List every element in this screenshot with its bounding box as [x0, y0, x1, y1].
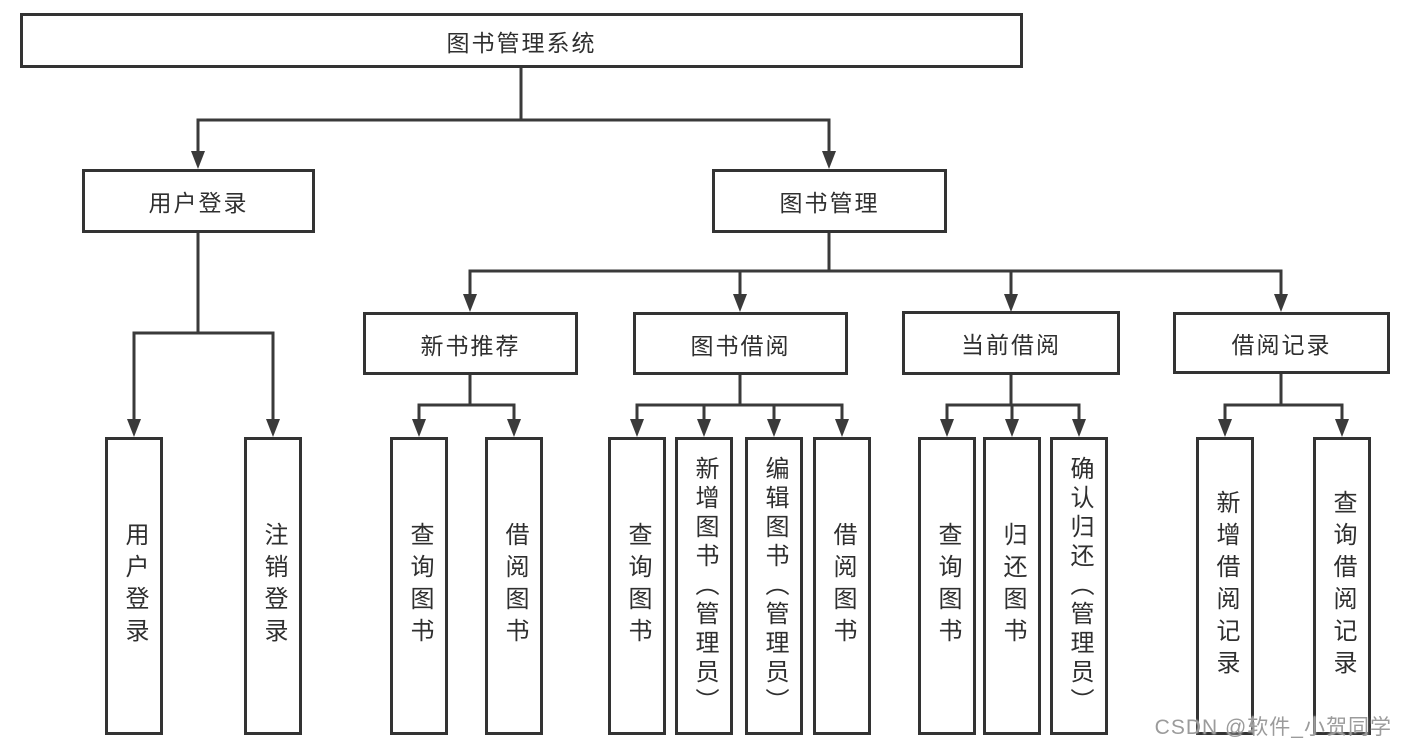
node-book-borrow: 图书借阅 [633, 312, 848, 375]
arrow-down-icon [697, 419, 711, 437]
arrow-down-icon [822, 151, 836, 169]
arrow-down-icon [463, 294, 477, 312]
arrow-down-icon [1335, 419, 1349, 437]
arrow-down-icon [507, 419, 521, 437]
leaf-query-books-3: 查询图书 [918, 437, 976, 735]
arrow-down-icon [1274, 294, 1288, 312]
connector-borrowrecords-to-leaves [1223, 374, 1344, 423]
arrow-down-icon [127, 419, 141, 437]
node-root-system: 图书管理系统 [20, 13, 1023, 68]
node-book-management: 图书管理 [712, 169, 947, 233]
arrow-down-icon [835, 419, 849, 437]
arrow-down-icon [1072, 419, 1086, 437]
leaf-borrow-books-2: 借阅图书 [813, 437, 871, 735]
arrow-down-icon [767, 419, 781, 437]
node-borrow-records: 借阅记录 [1173, 312, 1390, 374]
arrow-down-icon [1004, 294, 1018, 312]
node-user-login: 用户登录 [82, 169, 315, 233]
csdn-watermark: CSDN @软件_小贺同学 [1154, 716, 1392, 739]
leaf-confirm-return-admin: 确认归还（管理员） [1050, 437, 1108, 735]
arrow-down-icon [266, 419, 280, 437]
leaf-query-borrow-record: 查询借阅记录 [1313, 437, 1371, 735]
arrow-down-icon [1218, 419, 1232, 437]
arrow-down-icon [733, 294, 747, 312]
leaf-user-login: 用户登录 [105, 437, 163, 735]
leaf-logout: 注销登录 [244, 437, 302, 735]
leaf-add-books-admin: 新增图书（管理员） [675, 437, 733, 735]
arrow-down-icon [630, 419, 644, 437]
node-current-borrow: 当前借阅 [902, 311, 1120, 375]
connector-bookmgmt-to-level3 [468, 233, 1283, 298]
leaf-query-books-2: 查询图书 [608, 437, 666, 735]
connector-bookborrow-to-leaves [635, 375, 844, 423]
arrow-down-icon [412, 419, 426, 437]
connector-currentborrow-to-leaves [945, 375, 1081, 423]
arrow-down-icon [191, 151, 205, 169]
leaf-query-books: 查询图书 [390, 437, 448, 735]
arrow-down-icon [940, 419, 954, 437]
connector-root-to-level2 [196, 68, 831, 155]
leaf-return-books: 归还图书 [983, 437, 1041, 735]
leaf-borrow-books: 借阅图书 [485, 437, 543, 735]
leaf-edit-books-admin: 编辑图书（管理员） [745, 437, 803, 735]
arrow-down-icon [1005, 419, 1019, 437]
node-new-book-recommend: 新书推荐 [363, 312, 578, 375]
connector-userlogin-to-leaves [132, 233, 275, 423]
leaf-add-borrow-record: 新增借阅记录 [1196, 437, 1254, 735]
connector-newbook-to-leaves [417, 375, 516, 423]
